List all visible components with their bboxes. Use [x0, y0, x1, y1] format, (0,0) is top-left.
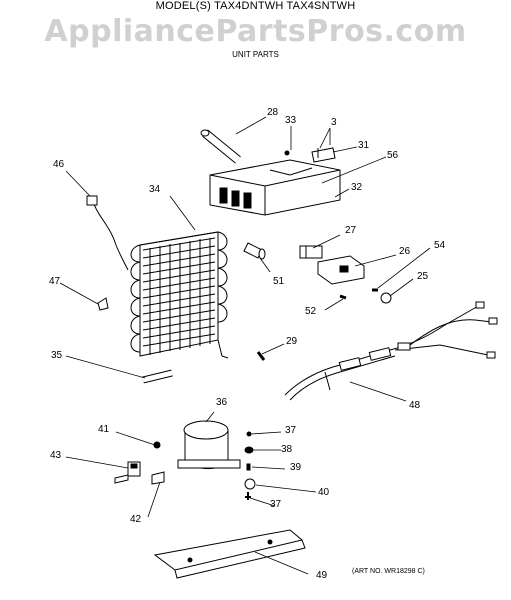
part-26-relay: [317, 255, 365, 285]
callout-40: 40: [318, 487, 330, 498]
art-number: (ART NO. WR18298 C): [352, 568, 425, 575]
part-48-harness: [284, 301, 498, 401]
callout-26: 26: [399, 246, 411, 257]
part-47-clip: [97, 297, 109, 311]
callout-49: 49: [316, 570, 328, 581]
callout-3: 3: [331, 117, 337, 128]
part-25-cap: [380, 292, 392, 304]
callout-35: 35: [51, 350, 63, 361]
callout-54: 54: [434, 240, 446, 251]
part-31-plate: [311, 147, 336, 163]
callout-37: 37: [285, 425, 297, 436]
callout-52: 52: [305, 306, 317, 317]
part-32-bracket: [209, 159, 341, 216]
callout-33: 33: [285, 115, 297, 126]
callout-56: 56: [387, 150, 399, 161]
part-40-grommet: [244, 478, 256, 490]
callout-42: 42: [130, 514, 142, 525]
callout-41: 41: [98, 424, 110, 435]
watermark-text: AppliancePartsPros.com: [44, 14, 467, 49]
callout-29: 29: [286, 336, 298, 347]
callout-32: 32: [351, 182, 363, 193]
callout-43: 43: [50, 450, 62, 461]
callout-25: 25: [417, 271, 429, 282]
part-39-sleeve: [246, 463, 251, 471]
callout-51: 51: [273, 276, 285, 287]
callout-37b: 37: [270, 499, 282, 510]
part-29-clip: [256, 351, 266, 361]
callout-47: 47: [49, 276, 61, 287]
part-36-compressor: [177, 420, 241, 469]
callout-28: 28: [267, 107, 279, 118]
part-37-clip: [246, 431, 252, 437]
callout-34: 34: [149, 184, 161, 195]
part-42-grommet: [151, 471, 165, 485]
part-43-bracket: [114, 461, 141, 484]
callout-38: 38: [281, 444, 293, 455]
part-33-screw: [284, 150, 290, 156]
part-35-drier: [142, 369, 173, 384]
part-27-overload: [299, 245, 323, 259]
part-52-screw: [339, 294, 347, 300]
callout-31: 31: [358, 140, 370, 151]
callout-48: 48: [409, 400, 421, 411]
part-38-washer: [244, 446, 254, 454]
part-28-tube: [200, 129, 241, 164]
callout-36: 36: [216, 397, 228, 408]
leader-lines: [59, 116, 431, 575]
part-49-baseplate: [153, 529, 306, 579]
section-title: UNIT PARTS: [232, 50, 279, 59]
part-46-wire: [86, 195, 129, 271]
callout-39: 39: [290, 462, 302, 473]
part-34-condenser: [130, 231, 229, 359]
callout-27: 27: [345, 225, 357, 236]
part-51-cap: [243, 242, 266, 260]
model-title: MODEL(S) TAX4DNTWH TAX4SNTWH: [155, 0, 356, 12]
part-37b-screw: [245, 492, 251, 500]
callout-46: 46: [53, 159, 65, 170]
